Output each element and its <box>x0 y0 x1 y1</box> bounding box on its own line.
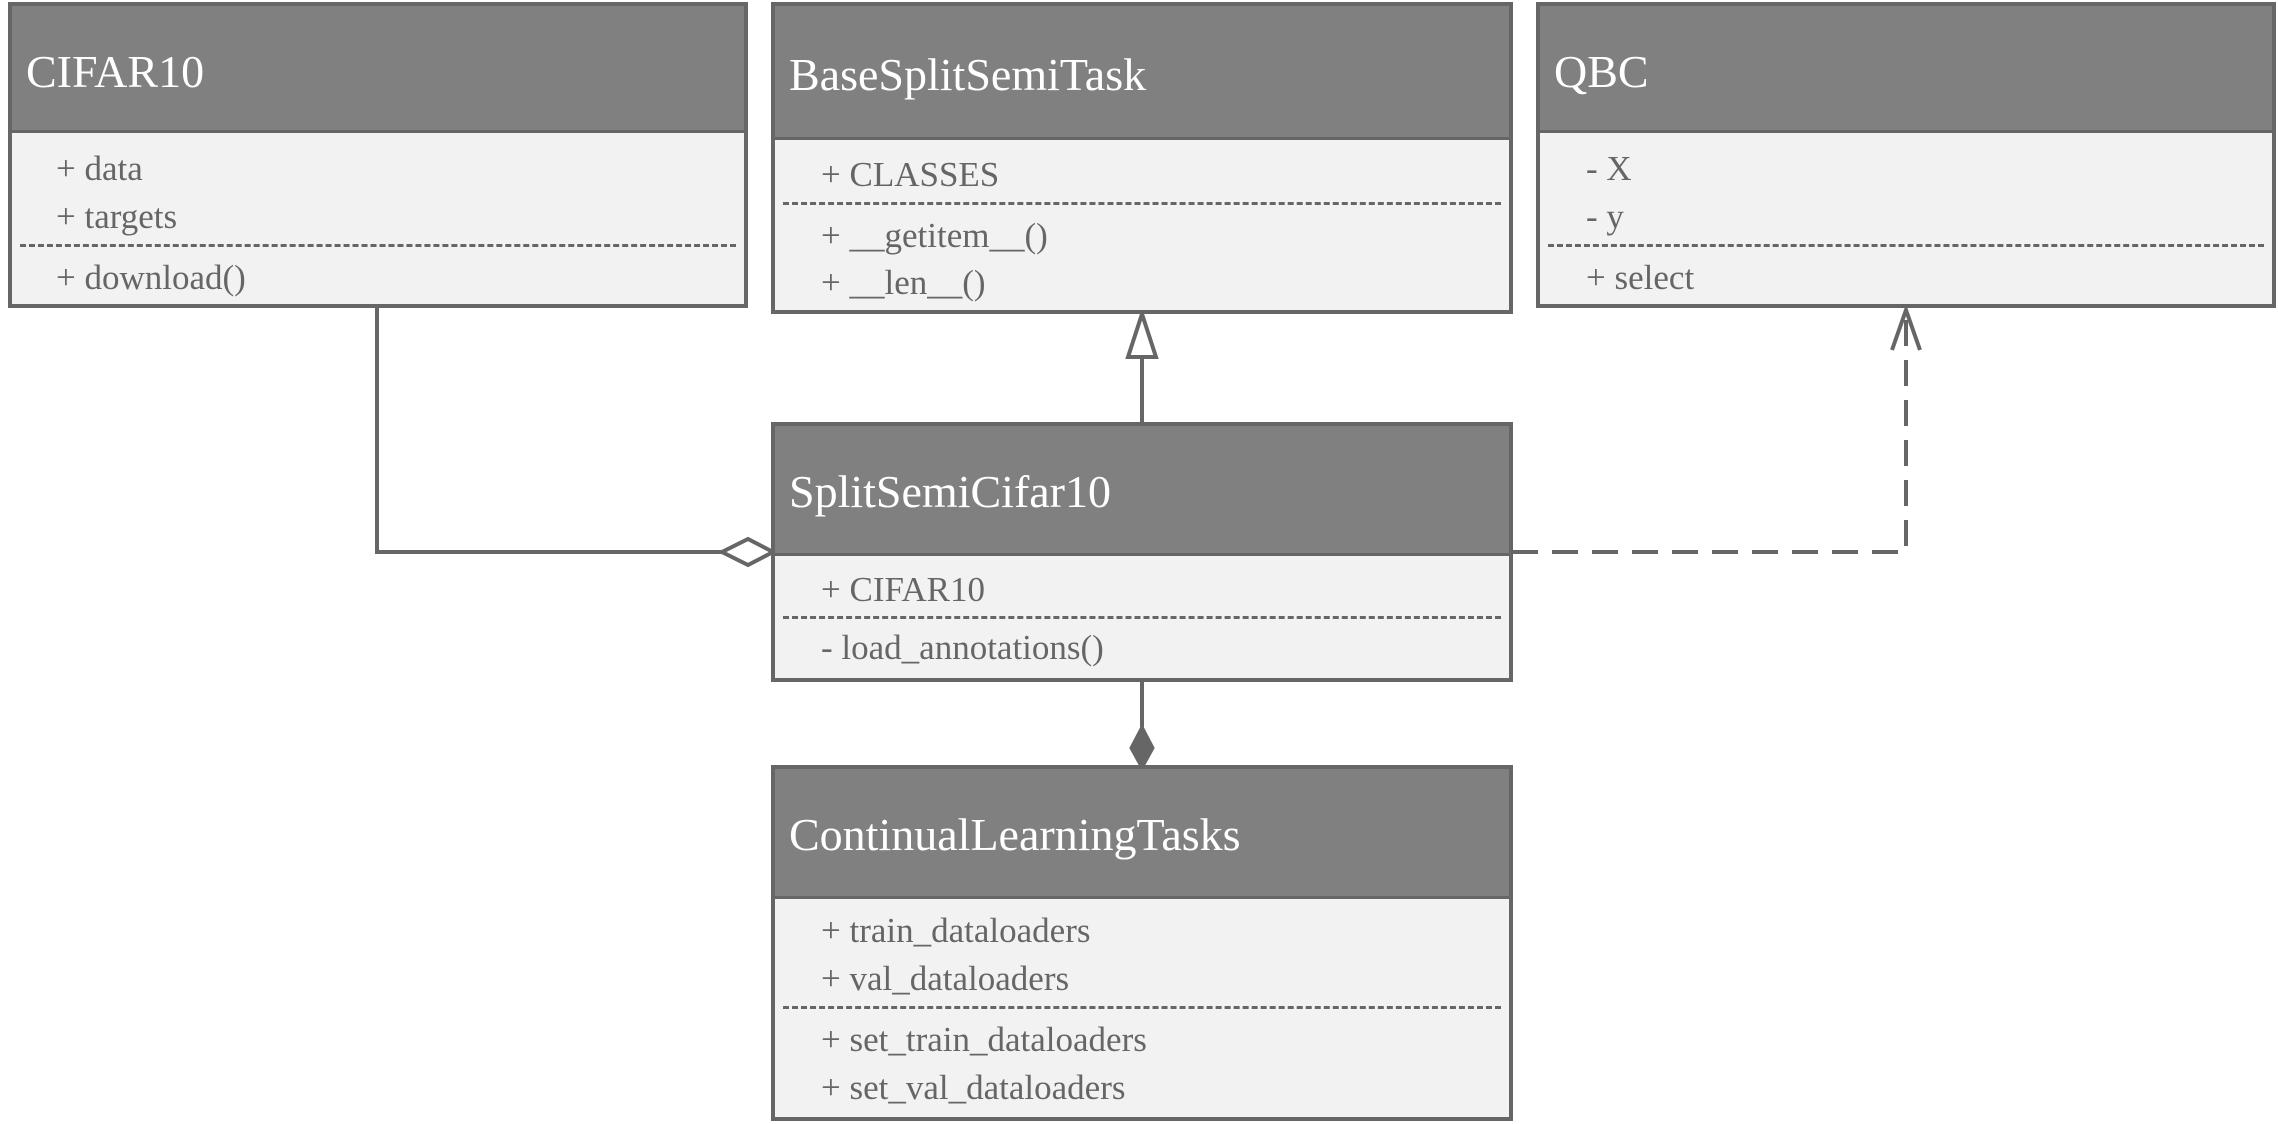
class-header: CIFAR10 <box>12 6 744 133</box>
class-name: CIFAR10 <box>26 46 205 97</box>
class-name: SplitSemiCifar10 <box>789 466 1111 517</box>
class-name: ContinualLearningTasks <box>789 809 1241 860</box>
compartment-divider <box>783 616 1501 619</box>
class-name: BaseSplitSemiTask <box>789 49 1147 100</box>
attribute: + CIFAR10 <box>821 570 985 609</box>
attribute: - y <box>1586 197 1624 236</box>
attribute: + train_dataloaders <box>821 911 1091 950</box>
method: + __getitem__() <box>821 216 1048 255</box>
class-header: ContinualLearningTasks <box>775 769 1509 899</box>
dependency-line <box>1512 312 1908 554</box>
composition-diamond <box>1129 723 1155 772</box>
class-continual-learning-tasks: ContinualLearningTasks + train_dataloade… <box>771 765 1513 1121</box>
inheritance-arrowhead <box>1125 307 1159 359</box>
class-header: BaseSplitSemiTask <box>775 6 1509 140</box>
class-base-split-semi-task: BaseSplitSemiTask + CLASSES + __getitem_… <box>771 2 1513 314</box>
method: + download() <box>56 258 246 297</box>
aggregation-line <box>375 306 722 554</box>
class-split-semi-cifar10: SplitSemiCifar10 + CIFAR10 - load_annota… <box>771 422 1513 682</box>
class-cifar10: CIFAR10 + data + targets + download() <box>8 2 748 308</box>
attribute: + targets <box>56 197 178 236</box>
class-header: QBC <box>1540 6 2272 133</box>
method: + select <box>1586 258 1695 297</box>
class-qbc: QBC - X - y + select <box>1536 2 2276 308</box>
compartment-divider <box>783 1006 1501 1009</box>
class-name: QBC <box>1554 46 1649 97</box>
compartment-divider <box>783 202 1501 205</box>
method: + __len__() <box>821 263 986 302</box>
aggregation-diamond <box>717 536 778 568</box>
attribute: + val_dataloaders <box>821 959 1070 998</box>
attribute: + CLASSES <box>821 155 1000 194</box>
attribute: + data <box>56 149 143 188</box>
compartment-divider <box>1548 244 2264 247</box>
dependency-arrowhead <box>1890 303 1922 351</box>
method: - load_annotations() <box>821 628 1104 667</box>
compartment-divider <box>20 244 736 247</box>
method: + set_val_dataloaders <box>821 1068 1126 1107</box>
attribute: - X <box>1586 149 1632 188</box>
class-header: SplitSemiCifar10 <box>775 426 1509 556</box>
method: + set_train_dataloaders <box>821 1020 1147 1059</box>
